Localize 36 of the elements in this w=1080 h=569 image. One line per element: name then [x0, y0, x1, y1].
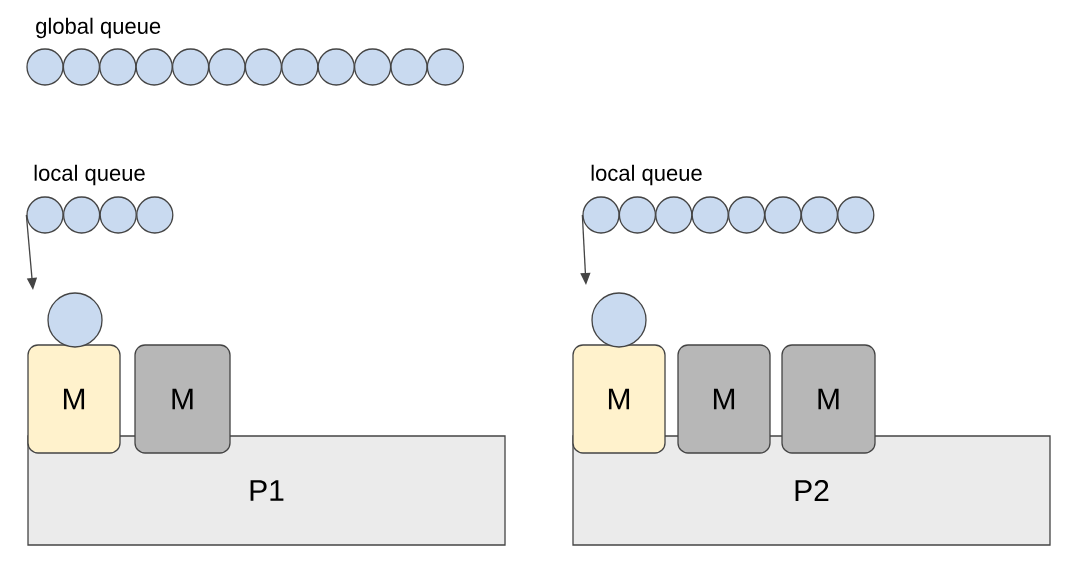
queue-circle	[353, 48, 392, 86]
queue-circle	[317, 48, 355, 86]
queue-circle	[390, 48, 428, 86]
queue-circle	[99, 196, 137, 234]
machine-box: M	[781, 344, 876, 454]
machine-box: M	[134, 344, 231, 454]
queue-circle	[99, 48, 137, 86]
queue-circle	[208, 48, 246, 86]
queue-circle	[764, 196, 802, 234]
queue-label: global queue	[36, 17, 161, 39]
goroutine-circle	[591, 292, 647, 348]
machine-box: M	[572, 344, 666, 454]
goroutine-circle	[47, 292, 103, 348]
machine-box: M	[677, 344, 771, 454]
queue-circle	[691, 196, 729, 234]
queue-circle	[26, 48, 64, 86]
queue-label: local queue	[34, 164, 145, 186]
processor-box: P1	[27, 435, 506, 546]
queue-circle	[837, 196, 875, 234]
queue-circle	[727, 196, 766, 234]
queue-circle	[62, 196, 101, 234]
queue-circle	[171, 48, 210, 86]
machine-box: M	[27, 344, 121, 454]
queue-label: local queue	[591, 164, 702, 186]
queue-circle	[655, 196, 693, 234]
queue-circle	[244, 48, 283, 86]
queue-circle	[582, 196, 620, 234]
queue-circle	[62, 48, 101, 86]
queue-circle	[281, 48, 319, 86]
queue-circle	[618, 196, 657, 234]
queue-circle	[26, 196, 64, 234]
processor-box: P2	[572, 435, 1051, 546]
queue-circle	[136, 196, 174, 234]
queue-circle	[800, 196, 839, 234]
queue-circle	[135, 48, 173, 86]
queue-circle	[426, 48, 465, 86]
